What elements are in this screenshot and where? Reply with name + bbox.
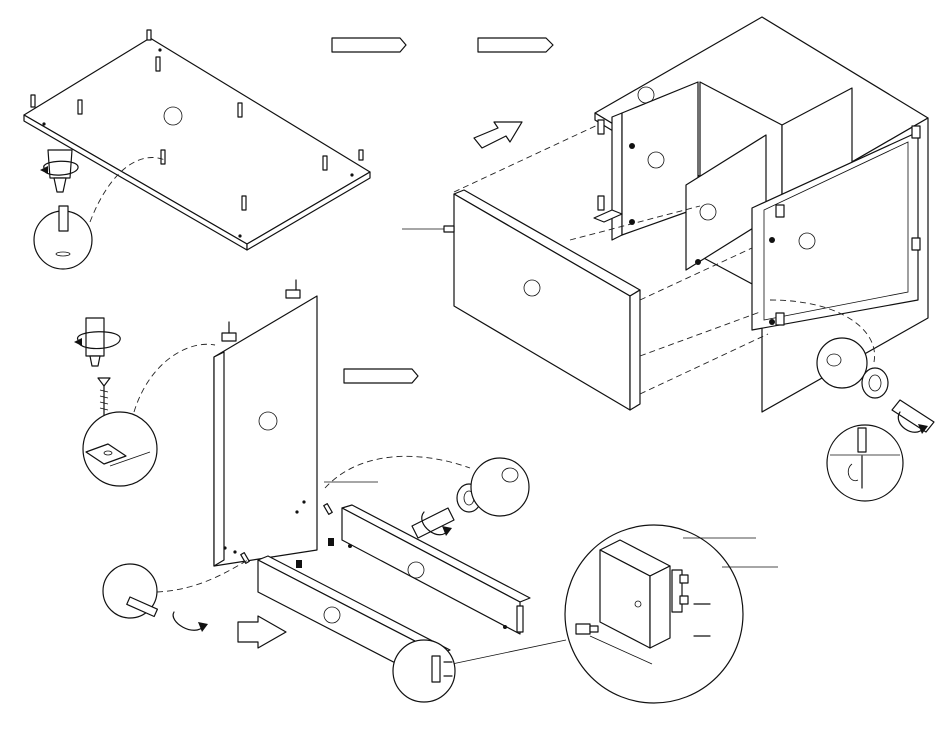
magnifier-callout-icon — [827, 425, 903, 501]
cam-lock-icon — [862, 368, 888, 398]
magnifier-callout-icon — [83, 344, 215, 486]
magnifier-callout-icon — [817, 338, 867, 388]
direction-arrow-icon — [238, 616, 286, 648]
rotate-arrow-icon — [173, 612, 208, 632]
screw-icon — [98, 378, 110, 416]
screw-icon — [402, 226, 454, 232]
magnifier-callout-icon — [103, 560, 248, 618]
screwdriver-icon — [86, 318, 104, 366]
magnifier-callout-icon — [393, 640, 455, 702]
direction-arrow-icon — [344, 369, 418, 383]
direction-arrow-icon — [478, 38, 553, 52]
direction-arrow-icon — [332, 38, 406, 52]
direction-arrow-icon — [474, 122, 522, 148]
screwdriver-icon — [48, 150, 72, 192]
